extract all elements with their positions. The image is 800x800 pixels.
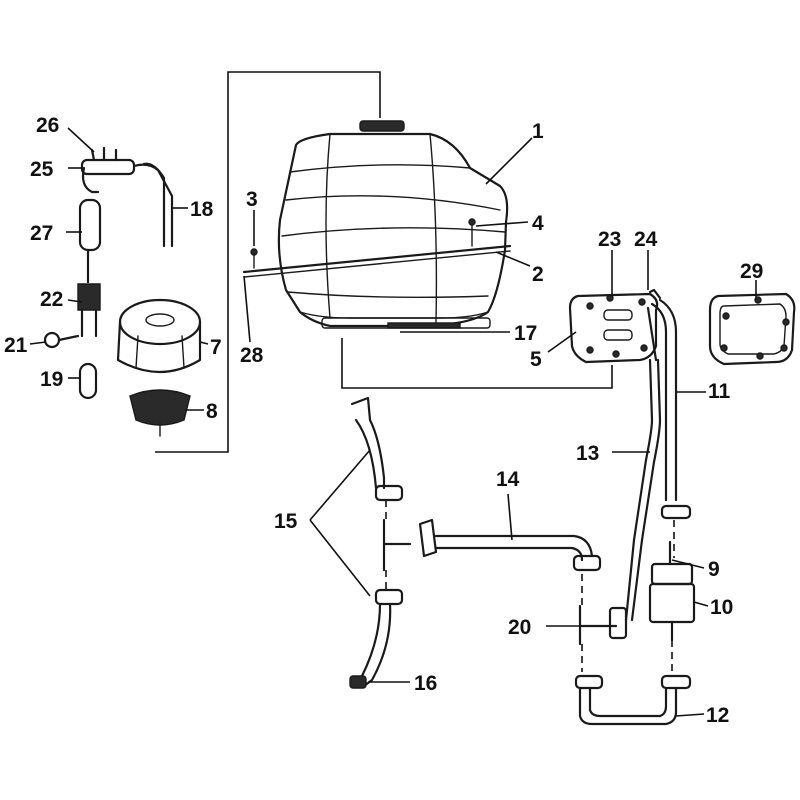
callout-17: 17 bbox=[514, 322, 537, 345]
callout-labels: 1 2 3 4 5 7 8 9 10 11 12 13 14 15 16 17 … bbox=[4, 114, 763, 727]
assembly-bracket-lines bbox=[155, 71, 613, 453]
callout-27: 27 bbox=[30, 222, 53, 245]
fuel-hoses-15 bbox=[349, 396, 412, 689]
callout-4: 4 bbox=[532, 212, 544, 235]
callout-3: 3 bbox=[246, 188, 258, 211]
callout-8: 8 bbox=[206, 400, 218, 423]
callout-12: 12 bbox=[706, 704, 729, 727]
callout-16: 16 bbox=[414, 672, 437, 695]
gasket bbox=[708, 292, 796, 366]
callout-25: 25 bbox=[30, 158, 54, 181]
callout-9: 9 bbox=[708, 558, 720, 581]
fuel-filter bbox=[648, 540, 696, 672]
callout-7: 7 bbox=[210, 336, 222, 359]
callout-11: 11 bbox=[708, 380, 731, 403]
callout-26: 26 bbox=[36, 114, 59, 137]
callout-22: 22 bbox=[40, 288, 63, 311]
callout-10: 10 bbox=[710, 596, 733, 619]
callout-13: 13 bbox=[576, 442, 599, 465]
callout-leaders bbox=[29, 127, 757, 717]
callout-24: 24 bbox=[634, 228, 658, 251]
callout-20: 20 bbox=[508, 616, 531, 639]
callout-15: 15 bbox=[274, 510, 298, 533]
callout-5: 5 bbox=[530, 348, 542, 371]
fuel-hoses-11-13 bbox=[624, 298, 692, 622]
callout-21: 21 bbox=[4, 334, 28, 357]
fuel-cap-and-strainer bbox=[116, 298, 202, 437]
fuel-tank bbox=[242, 120, 512, 329]
callout-18: 18 bbox=[190, 198, 214, 221]
callout-14: 14 bbox=[496, 468, 520, 491]
callout-19: 19 bbox=[40, 368, 63, 391]
fuel-hose-12 bbox=[574, 674, 692, 726]
callout-23: 23 bbox=[598, 228, 621, 251]
t-fitting-20 bbox=[578, 574, 628, 672]
callout-2: 2 bbox=[532, 263, 544, 286]
pump-mount-plate bbox=[568, 288, 662, 364]
callout-1: 1 bbox=[532, 120, 544, 143]
callout-29: 29 bbox=[740, 260, 763, 283]
callout-28: 28 bbox=[240, 344, 264, 367]
vent-hose-assembly bbox=[43, 146, 174, 400]
fuel-hose-14 bbox=[418, 518, 602, 572]
